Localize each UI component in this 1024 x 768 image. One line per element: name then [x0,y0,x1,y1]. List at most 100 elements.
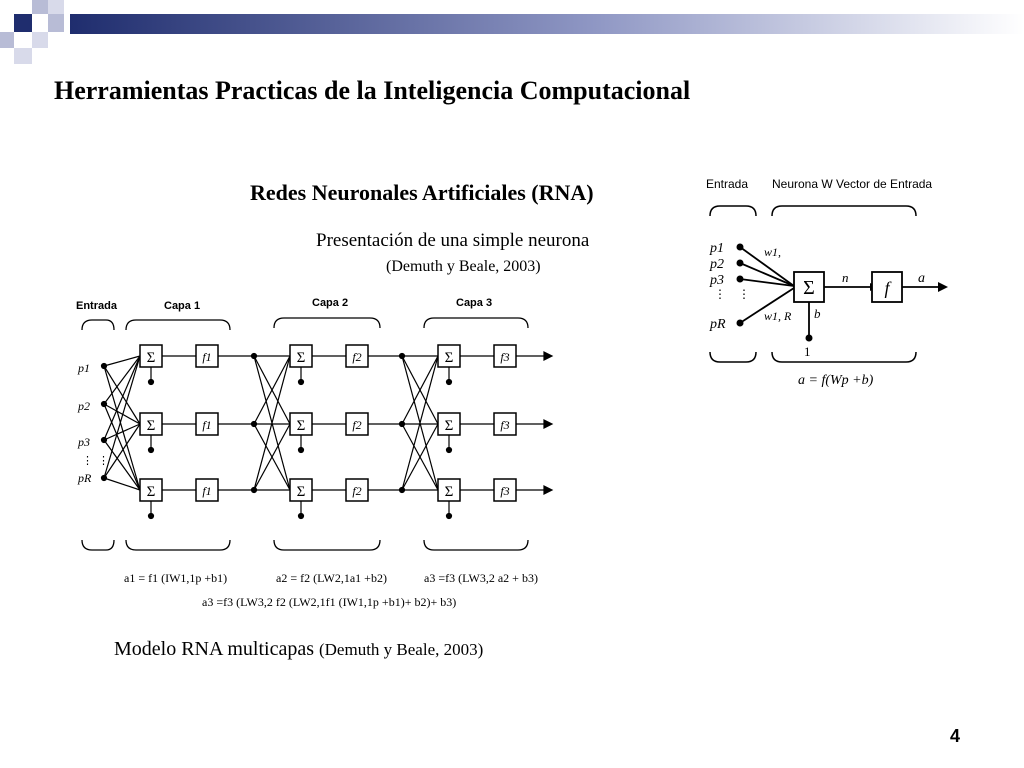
bias-node [147,446,155,454]
weight-connection [401,355,439,425]
sum-symbol: Σ [803,277,815,299]
weight-connection [103,365,141,425]
input-label: p1 [709,241,724,256]
equation-layer-3: a3 =f3 (LW3,2 a2 + b3) [424,571,538,585]
corner-square [14,14,32,32]
header-decoration [0,0,1024,64]
svg-text:⋮: ⋮ [98,455,109,467]
equation-layer-2: a2 = f2 (LW2,1a1 +b2) [276,571,387,585]
transfer-symbol: f2 [352,418,361,432]
corner-square [32,0,48,14]
label-capa-3: Capa 3 [456,297,492,309]
bias-label: b [814,306,821,321]
input-label: p3 [709,273,724,288]
weight-connection [103,423,141,441]
sum-symbol: Σ [297,350,306,366]
input-label: pR [77,471,92,485]
weight-connection [103,365,141,491]
header-bar [70,14,1024,34]
input-label: p1 [77,361,90,375]
corner-square [32,32,48,48]
equation-layer-1: a1 = f1 (IW1,1p +b1) [124,571,227,585]
sum-symbol: Σ [297,418,306,434]
svg-text:⋮: ⋮ [714,287,726,301]
weight-connection [103,403,141,425]
transfer-symbol: f1 [202,350,211,364]
bias-node [297,512,305,520]
corner-square [48,0,64,14]
multilayer-caption: Modelo RNA multicapas (Demuth y Beale, 2… [114,638,483,661]
transfer-symbol: f2 [352,350,361,364]
input-label: p3 [77,435,90,449]
transfer-symbol: f3 [500,350,509,364]
bias-node [147,512,155,520]
label-capa-1: Capa 1 [164,300,200,312]
sum-symbol: Σ [297,484,306,500]
output-label: a [918,271,925,286]
corner-square [14,48,32,64]
equation-full: a3 =f3 (LW3,2 f2 (LW2,1f1 (IW1,1p +b1)+ … [202,595,456,609]
output-arrow [543,485,554,495]
slide-title: Herramientas Practicas de la Inteligenci… [54,76,691,105]
bias-node [445,512,453,520]
output-arrow [543,351,554,361]
bias-node [297,378,305,386]
output-arrow [543,419,554,429]
weight-connection [401,423,439,491]
svg-text:⋮: ⋮ [82,455,93,467]
label-capa-2: Capa 2 [312,297,348,309]
transfer-symbol: f1 [202,484,211,498]
transfer-symbol: f3 [500,484,509,498]
label-entrada: Entrada [706,177,748,191]
weight-connection [103,403,141,491]
weight-label: w1, [764,245,781,259]
sum-symbol: Σ [147,418,156,434]
weight-connection [103,355,141,405]
svg-text:⋮: ⋮ [738,287,750,301]
weight-connection [253,355,291,425]
bias-input: 1 [804,344,811,359]
sum-symbol: Σ [445,484,454,500]
input-label: p2 [77,399,90,413]
weight-connection [103,355,141,479]
transfer-symbol: f1 [202,418,211,432]
corner-square [0,32,14,48]
weight-connection [103,439,141,491]
simple-neuron-citation: (Demuth y Beale, 2003) [386,258,541,275]
neuron-equation: a = f(Wp +b) [798,373,874,388]
weight-connection [253,355,291,491]
page-number: 4 [950,726,961,746]
section-title: Redes Neuronales Artificiales (RNA) [250,180,594,205]
input-label: pR [709,317,726,332]
weight-connection [103,355,141,367]
input-label: p2 [709,257,724,272]
multilayer-network-diagram: Entrada Capa 1 Capa 2 Capa 3 p1 p2 p3 pR… [76,297,554,609]
sum-symbol: Σ [147,484,156,500]
net-label: n [842,270,849,285]
bias-node [445,446,453,454]
multilayer-citation: (Demuth y Beale, 2003) [318,640,484,659]
transfer-symbol: f2 [352,484,361,498]
weight-connection [253,423,291,491]
weight-connection [103,423,141,479]
transfer-symbol: f [884,278,892,298]
sum-symbol: Σ [147,350,156,366]
corner-square [48,14,64,32]
simple-neuron-diagram: Entrada Neurona W Vector de Entrada p1 p… [706,177,948,388]
transfer-node [871,271,903,303]
weight-label: w1, R [764,309,792,323]
weight-connection [103,355,141,441]
bias-node [445,378,453,386]
sum-symbol: Σ [445,350,454,366]
bias-node [147,378,155,386]
label-neurona: Neurona W Vector de Entrada [772,177,932,191]
transfer-symbol: f3 [500,418,509,432]
bias-node [297,446,305,454]
label-entrada: Entrada [76,300,118,312]
simple-neuron-caption: Presentación de una simple neurona [316,230,590,251]
sum-symbol: Σ [445,418,454,434]
sum-node [793,271,825,303]
weight-connection [103,477,141,491]
multilayer-caption-text: Modelo RNA multicapas [114,638,314,660]
weight-connection [401,355,439,491]
